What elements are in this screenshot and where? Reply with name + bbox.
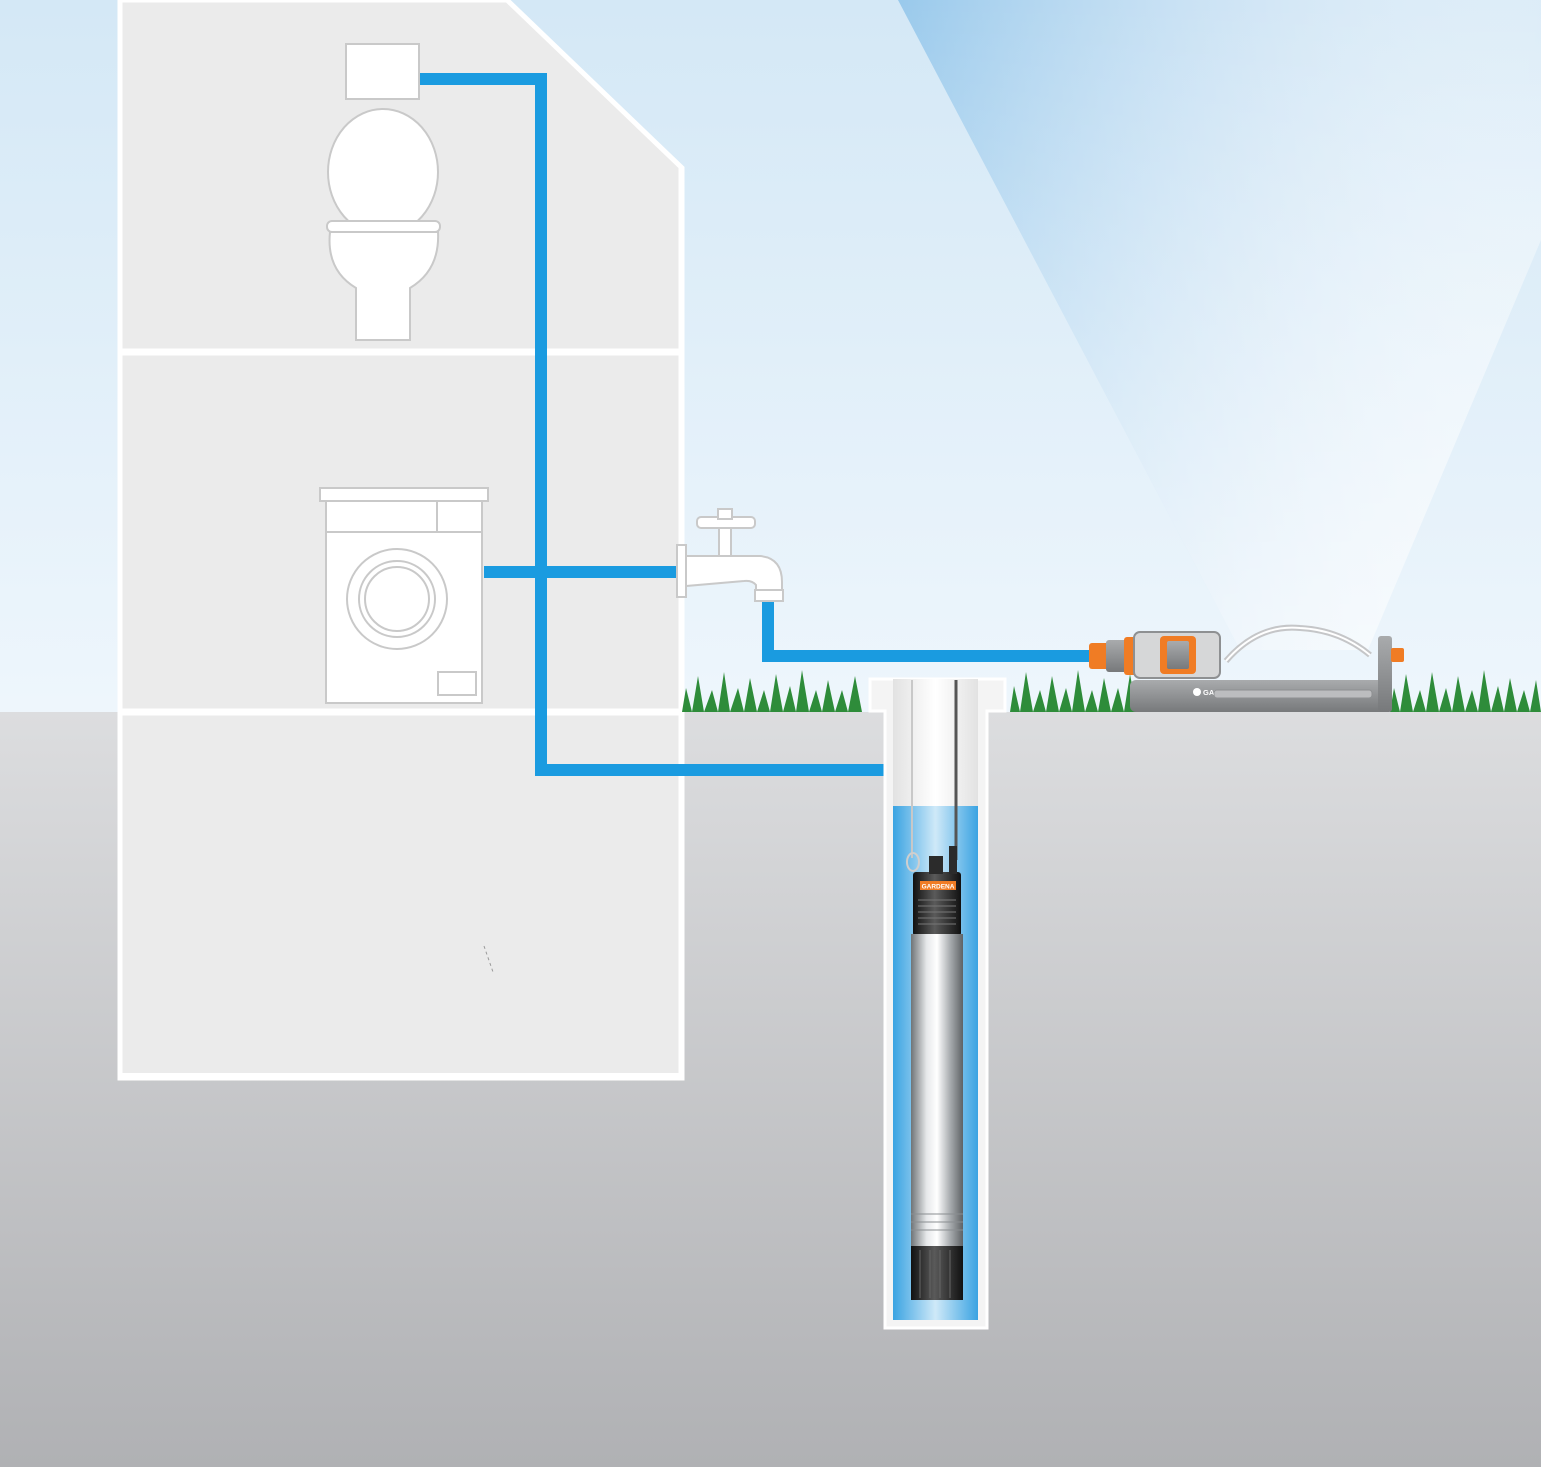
pump-logo-badge [920,881,956,890]
pump-rings [911,1213,963,1231]
sprinkler-spray [898,0,1541,650]
crack-mark [483,945,494,973]
pump-brand-label: GARDENA [922,884,955,891]
pipe-tap-to-sprinkler [762,600,1094,662]
sprinkler-spray-bar [1213,689,1373,699]
toilet-bowl-lid [327,108,439,236]
rope-loop [906,852,920,872]
sprinkler-dial-core [1167,641,1189,669]
sprinkler-arch-tube-highlight [1225,626,1371,662]
grass-right [1010,670,1541,712]
pump-grille [918,899,956,925]
tap-handle-knob [717,508,733,520]
sprinkler-end-bracket [1378,636,1392,712]
tap-spout-tip [754,589,784,602]
washer-top [319,487,489,502]
grass-left [682,670,862,712]
toilet-cistern [345,43,420,100]
washer-drawer [437,671,477,696]
deep-well-pump: GARDENA [911,846,963,1300]
toilet [326,43,441,341]
sprinkler-end-cap [1391,648,1404,662]
lawn-grass [682,670,1541,712]
pump-outlet [929,856,943,874]
toilet-seat [326,220,441,233]
pump-intake-slots [919,1250,951,1298]
hose-connector-orange [1089,643,1109,669]
pump-cable-gland [949,846,957,874]
washer-door-inner [364,566,430,632]
well-casing [893,679,978,807]
tap-stem [718,527,732,557]
washing-machine [319,487,489,704]
pump-steel-body [911,934,963,1246]
sprinkler-logo-dot [1193,688,1201,696]
outdoor-tap [676,508,784,602]
toilet-base [328,231,440,341]
oscillating-sprinkler: GARDENA [1089,624,1404,712]
tap-wall-flange [676,544,687,598]
pump-intake-grille [911,1246,963,1300]
hose-connector-grey [1106,640,1128,672]
